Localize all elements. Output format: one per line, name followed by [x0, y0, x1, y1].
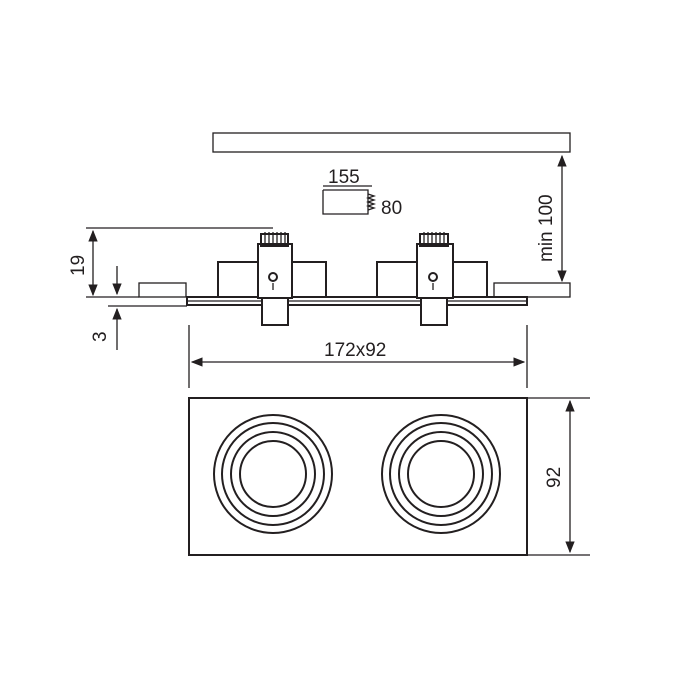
package-height-label: 80 [381, 198, 402, 219]
front-height-label: 92 [544, 467, 565, 488]
clearance-label: min 100 [536, 194, 557, 262]
left-lamp-ring [213, 414, 333, 534]
right-module [376, 232, 488, 326]
right-lamp-ring [381, 414, 501, 534]
left-module [217, 232, 327, 326]
fixture-side-view [186, 232, 528, 326]
ceiling-board [138, 282, 571, 298]
flange-thickness-dimension: 3 [90, 266, 187, 350]
clearance-dimension: min 100 [536, 154, 567, 283]
package-box: 155 80 [322, 167, 402, 219]
body-height-label: 19 [68, 255, 89, 276]
flange-thickness-label: 3 [90, 331, 111, 342]
front-height-dimension: 92 [527, 397, 590, 556]
package-width-label: 155 [328, 167, 360, 188]
ceiling-slab [212, 132, 571, 153]
cutout-size-label: 172x92 [324, 340, 386, 361]
body-height-dimension: 19 [68, 227, 273, 298]
cutout-width-dimension: 172x92 [188, 325, 528, 388]
fixture-front-view [188, 397, 528, 556]
